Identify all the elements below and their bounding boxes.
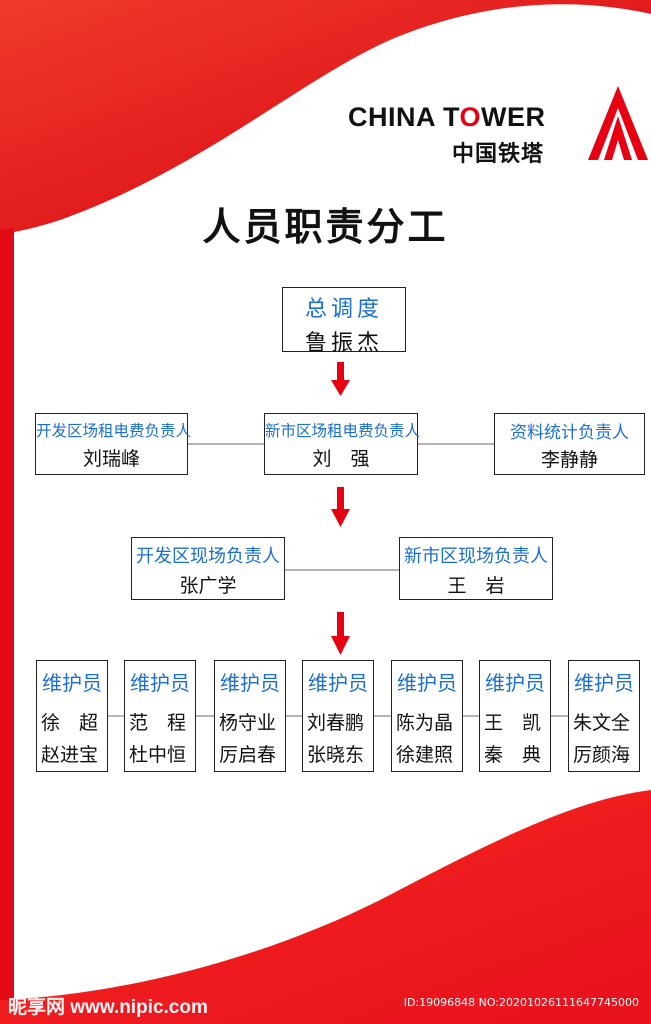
down-arrow-icon xyxy=(331,612,350,655)
role-label: 维护员 xyxy=(485,671,545,695)
person-name: 秦 典 xyxy=(484,744,542,766)
chief-dispatcher-box: 总调度 鲁振杰 xyxy=(282,287,406,356)
person-name: 刘春鹏 xyxy=(307,712,365,734)
person-name: 徐建照 xyxy=(396,744,454,766)
role-label: 资料统计负责人 xyxy=(510,423,629,443)
kaifaqu-field-lead-box: 开发区现场负责人 张广学 xyxy=(131,537,285,600)
person-name: 朱文全 xyxy=(573,712,631,734)
person-name: 王 凯 xyxy=(484,712,542,734)
role-label: 维护员 xyxy=(397,671,457,695)
person-name: 厉启春 xyxy=(219,744,277,766)
maintainer-box: 维护员 徐 超 赵进宝 xyxy=(36,660,108,772)
person-name: 李静静 xyxy=(540,449,598,471)
role-label: 维护员 xyxy=(574,671,634,695)
role-label: 总调度 xyxy=(304,297,383,322)
role-label: 新市区场租电费负责人 xyxy=(265,422,421,440)
person-name: 刘瑞峰 xyxy=(82,448,140,470)
image-id-text: ID:19096848 NO:20201026111647745000 xyxy=(403,996,639,1009)
china-tower-logo: CHINA TOWER 中国铁塔 xyxy=(348,86,648,167)
xinshiqu-field-lead-box: 新市区现场负责人 王 岩 xyxy=(399,537,553,600)
person-name: 张广学 xyxy=(179,575,237,597)
person-name: 范 程 xyxy=(129,712,187,734)
role-label: 维护员 xyxy=(308,671,368,695)
tower-logo-icon xyxy=(588,86,648,160)
person-name: 王 岩 xyxy=(447,575,505,597)
site-watermark: 昵享网 www.nipic.com xyxy=(8,997,208,1018)
role-label: 维护员 xyxy=(220,671,280,695)
person-name: 鲁振杰 xyxy=(304,331,383,356)
person-name: 杜中恒 xyxy=(129,744,187,766)
maintainer-box: 维护员 刘春鹏 张晓东 xyxy=(302,660,374,772)
role-label: 开发区现场负责人 xyxy=(136,546,280,567)
maintainer-box: 维护员 朱文全 厉颜海 xyxy=(568,660,640,772)
role-label: 维护员 xyxy=(42,671,102,695)
role-label: 新市区现场负责人 xyxy=(404,546,548,567)
role-label: 维护员 xyxy=(130,671,190,695)
down-arrow-icon xyxy=(331,362,350,396)
kaifaqu-rent-power-lead-box: 开发区场租电费负责人 刘瑞峰 xyxy=(35,413,192,475)
person-name: 张晓东 xyxy=(307,744,365,766)
logo-english-text: CHINA TOWER xyxy=(348,102,546,132)
down-arrow-icon xyxy=(331,487,350,527)
maintainer-box: 维护员 杨守业 厉启春 xyxy=(214,660,286,772)
person-name: 刘 强 xyxy=(312,448,370,470)
data-statistics-lead-box: 资料统计负责人 李静静 xyxy=(494,413,645,475)
person-name: 徐 超 xyxy=(41,712,99,734)
person-name: 陈为晶 xyxy=(396,712,454,734)
person-name: 杨守业 xyxy=(219,712,277,734)
xinshiqu-rent-power-lead-box: 新市区场租电费负责人 刘 强 xyxy=(264,413,421,475)
role-label: 开发区场租电费负责人 xyxy=(36,422,192,440)
logo-chinese-text: 中国铁塔 xyxy=(452,142,545,167)
maintainer-box: 维护员 范 程 杜中恒 xyxy=(124,660,196,772)
page-title: 人员职责分工 xyxy=(202,205,449,249)
maintainer-box: 维护员 陈为晶 徐建照 xyxy=(391,660,463,772)
maintainer-box: 维护员 王 凯 秦 典 xyxy=(479,660,551,772)
person-name: 赵进宝 xyxy=(41,744,99,766)
person-name: 厉颜海 xyxy=(573,744,631,766)
